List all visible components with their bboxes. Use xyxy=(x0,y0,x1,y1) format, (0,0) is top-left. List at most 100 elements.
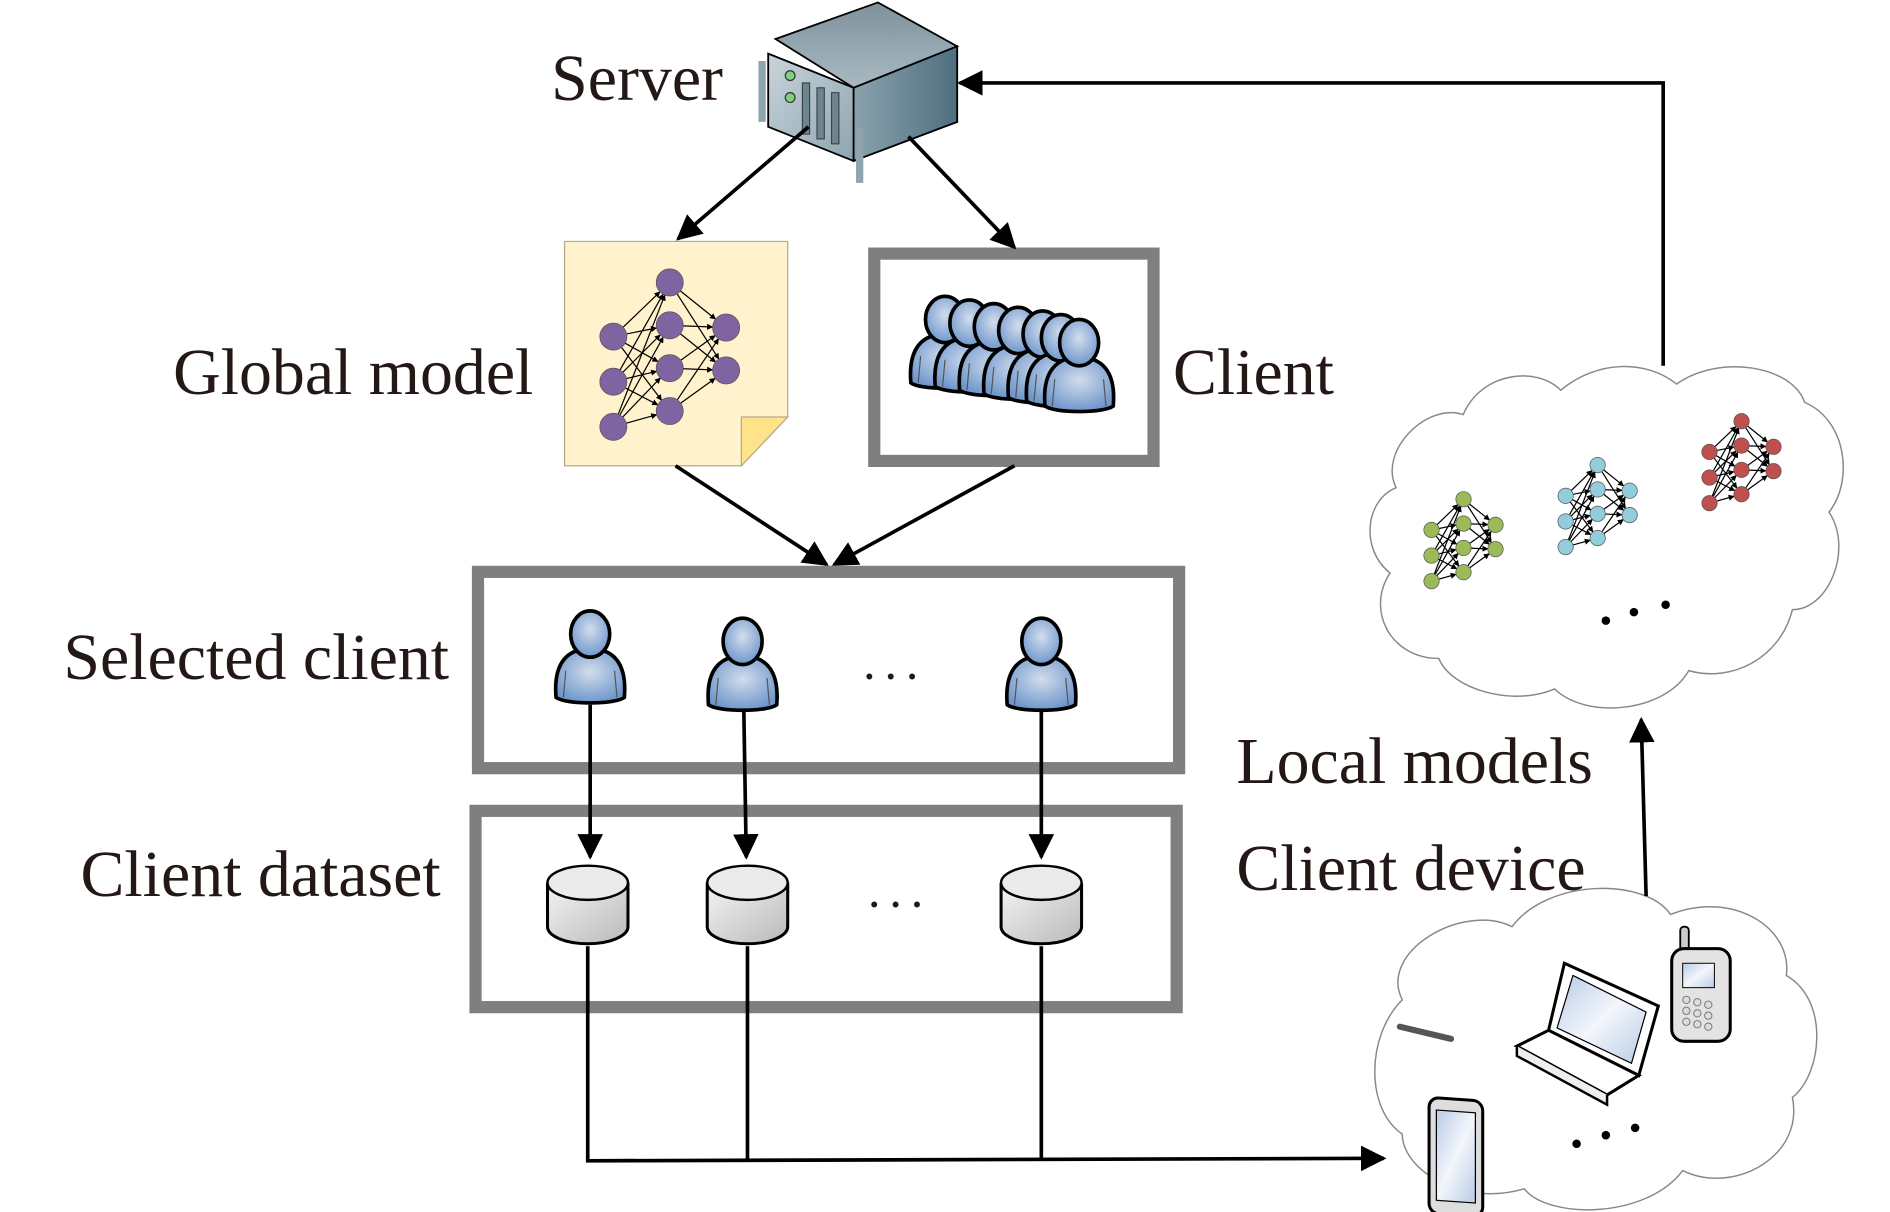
tablet-icon xyxy=(1396,1023,1485,1212)
global-model-edge xyxy=(622,377,661,418)
local-model-3-node xyxy=(1701,469,1718,486)
dataset-n-icon xyxy=(999,864,1084,946)
global-model-edge xyxy=(619,293,664,371)
local-model-1-node xyxy=(1455,491,1472,508)
global-model-edge xyxy=(680,334,716,361)
global-model-edge xyxy=(626,413,658,424)
global-model-node xyxy=(655,311,684,340)
local-model-3-icon xyxy=(1701,413,1782,512)
local-model-1-node xyxy=(1423,547,1440,564)
global-model-node xyxy=(599,322,628,351)
global-model-edge xyxy=(625,387,659,406)
local-model-1-node xyxy=(1455,515,1472,532)
laptop-icon xyxy=(1513,961,1661,1107)
arrow-client2-to-dataset xyxy=(733,709,759,860)
local-model-2-node xyxy=(1589,481,1606,498)
local-model-2-node xyxy=(1589,505,1606,522)
global-model-edge xyxy=(676,338,720,401)
local-model-1-edge xyxy=(1436,552,1459,577)
server-label: Server xyxy=(551,42,723,115)
local-model-3-edge xyxy=(1716,494,1735,502)
local-model-3-node xyxy=(1701,495,1718,512)
client-label: Client xyxy=(1173,336,1334,409)
global-model-edge xyxy=(619,336,664,416)
local-model-2-edge xyxy=(1570,518,1593,542)
arrow-local-models-to-server xyxy=(957,70,1666,366)
local-model-3-edge xyxy=(1712,451,1739,497)
arrow-server-to-global-model xyxy=(676,125,810,241)
local-model-3-node xyxy=(1733,437,1750,454)
arrow-client-to-selected xyxy=(831,464,1016,567)
global-model-label: Global model xyxy=(173,336,533,409)
local-model-2-edge xyxy=(1567,471,1596,541)
local-model-1-node xyxy=(1487,541,1504,558)
global-model-edge xyxy=(683,323,714,330)
local-model-3-node xyxy=(1765,463,1782,480)
arrow-server-to-client xyxy=(907,135,1017,250)
global-model-node xyxy=(655,397,684,425)
dataset-2-icon xyxy=(705,864,790,946)
local-model-2-edge xyxy=(1568,495,1595,541)
local-model-3-edge xyxy=(1712,427,1739,472)
local-model-1-edge xyxy=(1438,572,1457,580)
client-dataset-label: Client dataset xyxy=(81,838,441,911)
local-model-2-edge xyxy=(1601,496,1626,533)
local-model-3-node xyxy=(1765,438,1782,455)
local-model-2-node xyxy=(1589,457,1606,474)
local-model-3-edge xyxy=(1714,474,1737,499)
local-model-1-edge xyxy=(1433,505,1462,575)
local-model-1-node xyxy=(1455,564,1472,581)
global-model-edge xyxy=(679,290,717,320)
local-model-2-icon xyxy=(1557,457,1638,556)
local-model-3-node xyxy=(1733,486,1750,503)
local-models-ellipsis xyxy=(1601,600,1670,625)
local-model-3-edge xyxy=(1749,443,1767,450)
local-model-1-edge xyxy=(1469,503,1490,521)
local-model-3-node xyxy=(1733,413,1750,430)
global-model-node xyxy=(599,412,628,441)
mobile-phone-icon xyxy=(1670,925,1732,1043)
selected-client-ellipsis: · · · xyxy=(863,656,918,697)
arrow-global-model-to-selected xyxy=(674,464,829,567)
global-model-node xyxy=(599,367,628,396)
global-model-edge xyxy=(617,294,666,415)
dataset-1-icon xyxy=(545,864,630,946)
server-icon xyxy=(758,1,960,183)
local-model-2-edge xyxy=(1603,469,1625,487)
client-device-label: Client device xyxy=(1236,832,1585,905)
local-model-1-node xyxy=(1423,521,1440,539)
local-model-2-node xyxy=(1557,513,1574,530)
local-model-1-edge xyxy=(1434,529,1461,575)
local-model-2-node xyxy=(1621,482,1638,499)
local-model-2-node xyxy=(1621,506,1638,524)
local-model-3-edge xyxy=(1747,475,1768,491)
local-model-2-node xyxy=(1557,487,1574,504)
local-model-2-edge xyxy=(1605,487,1623,494)
local-model-3-edge xyxy=(1711,427,1740,497)
local-model-2-node xyxy=(1557,538,1574,556)
local-model-2-node xyxy=(1589,530,1606,547)
selected-client-label: Selected client xyxy=(63,621,449,694)
local-model-2-edge xyxy=(1568,471,1595,516)
dataset-ellipsis: · · · xyxy=(868,884,923,925)
local-model-3-node xyxy=(1701,443,1718,460)
local-model-1-icon xyxy=(1423,491,1504,590)
global-model-icon xyxy=(563,240,790,468)
arrow-datasets-to-devices xyxy=(585,946,1387,1172)
local-model-1-node xyxy=(1423,573,1440,590)
global-model-node xyxy=(712,313,741,342)
device-ellipsis xyxy=(1572,1123,1640,1148)
local-models-cloud xyxy=(1369,365,1844,709)
global-model-edge xyxy=(622,291,661,328)
local-model-2-edge xyxy=(1572,538,1591,546)
local-model-1-edge xyxy=(1469,553,1490,569)
arrow-devices-to-local-models xyxy=(1629,716,1655,897)
local-model-1-node xyxy=(1455,539,1472,556)
global-model-edge xyxy=(624,342,659,363)
local-model-2-edge xyxy=(1603,519,1624,535)
local-model-1-edge xyxy=(1434,505,1461,550)
local-models-label: Local models xyxy=(1236,725,1592,798)
local-model-3-edge xyxy=(1745,452,1770,489)
local-model-1-edge xyxy=(1467,530,1492,567)
